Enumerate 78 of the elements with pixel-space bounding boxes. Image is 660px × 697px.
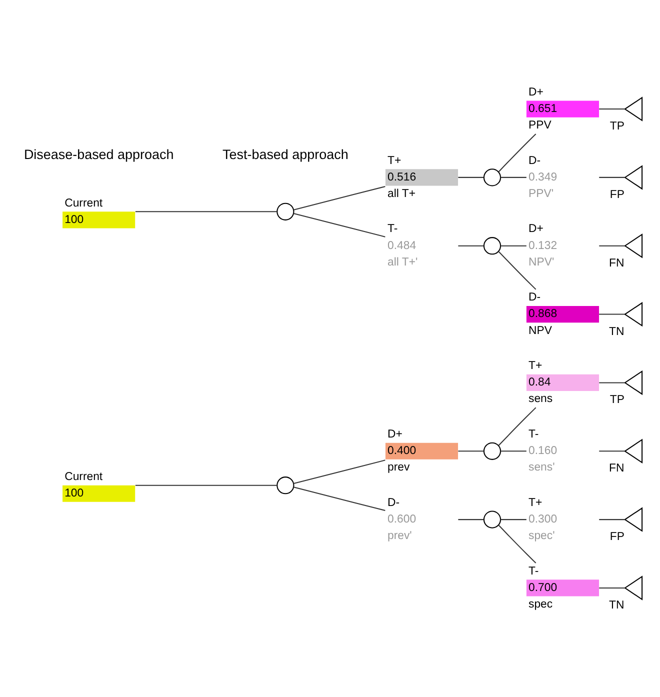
connector xyxy=(599,519,625,520)
connector xyxy=(135,484,277,486)
node-circle xyxy=(483,442,502,460)
node-label: D+ xyxy=(528,86,544,98)
node-text: T+ 0.300 spec' xyxy=(528,496,558,542)
node-label: spec xyxy=(528,598,553,610)
node-label: FP xyxy=(610,531,624,544)
connector xyxy=(294,486,386,511)
node-label: T+ xyxy=(528,360,542,372)
node-label: TP xyxy=(610,120,624,133)
node-circle xyxy=(276,476,294,494)
node-triangle xyxy=(624,302,643,327)
node-text: D- 0.600 prev' xyxy=(388,496,416,542)
node-label: PPV xyxy=(528,120,552,132)
node-triangle xyxy=(624,165,643,190)
connector xyxy=(458,176,484,178)
node-triangle xyxy=(624,234,643,258)
node-triangle xyxy=(624,507,643,532)
node-label: T+ xyxy=(388,154,402,167)
label: Disease-based approach xyxy=(24,147,174,162)
node-text: T- 0.484 all T+' xyxy=(388,223,418,268)
node-label: prev xyxy=(388,462,410,474)
node-box: 0.516 xyxy=(385,169,458,186)
node-box: 0.651 xyxy=(526,100,600,118)
connector xyxy=(498,407,536,446)
connector xyxy=(500,176,526,178)
node-label: FP xyxy=(610,188,624,201)
node-circle xyxy=(276,202,294,220)
node-label: TN xyxy=(609,326,624,338)
node-label: sens xyxy=(528,393,553,406)
node-label: NPV xyxy=(528,324,552,337)
connector xyxy=(599,450,625,452)
connector xyxy=(599,245,625,246)
node-box: 100 xyxy=(62,212,136,228)
node-label: Current xyxy=(64,470,103,483)
node-text: D- 0.349 PPV' xyxy=(528,154,558,200)
connector xyxy=(498,251,536,290)
node-triangle xyxy=(624,576,643,600)
connector xyxy=(294,213,386,238)
node-circle xyxy=(483,237,502,255)
connector xyxy=(458,519,484,520)
label: Test-based approach xyxy=(222,147,348,162)
connector xyxy=(500,519,526,520)
node-text: T- 0.160 sens' xyxy=(528,428,558,474)
connector xyxy=(599,176,625,178)
node-label: Current xyxy=(64,197,103,210)
node-label: TP xyxy=(610,394,624,406)
node-label: TN xyxy=(609,600,624,612)
node-box: 0.700 xyxy=(526,580,600,596)
connector xyxy=(294,460,386,484)
node-box: 0.868 xyxy=(526,306,600,323)
connector xyxy=(599,314,625,315)
connector xyxy=(500,245,526,246)
node-label: D+ xyxy=(388,428,402,440)
connector xyxy=(294,186,386,210)
node-label: all T+ xyxy=(388,188,416,200)
node-triangle xyxy=(624,370,643,396)
node-circle xyxy=(483,168,502,186)
node-triangle xyxy=(624,438,643,464)
connector xyxy=(599,382,625,384)
node-label: FN xyxy=(609,257,624,270)
connector xyxy=(599,587,625,588)
node-box: 0.84 xyxy=(526,374,600,391)
connector xyxy=(599,108,625,110)
node-text: D+ 0.132 NPV' xyxy=(528,223,558,268)
node-label: FN xyxy=(609,462,624,475)
node-circle xyxy=(483,510,502,528)
node-triangle xyxy=(624,96,643,122)
node-label: T- xyxy=(528,565,539,578)
node-box: 100 xyxy=(62,485,136,502)
node-label: D- xyxy=(528,292,541,304)
connector xyxy=(135,211,277,212)
connector xyxy=(498,525,536,564)
connector xyxy=(458,245,484,246)
node-box: 0.400 xyxy=(385,442,458,460)
connector xyxy=(498,134,536,172)
connector xyxy=(500,450,526,452)
connector xyxy=(458,450,484,452)
